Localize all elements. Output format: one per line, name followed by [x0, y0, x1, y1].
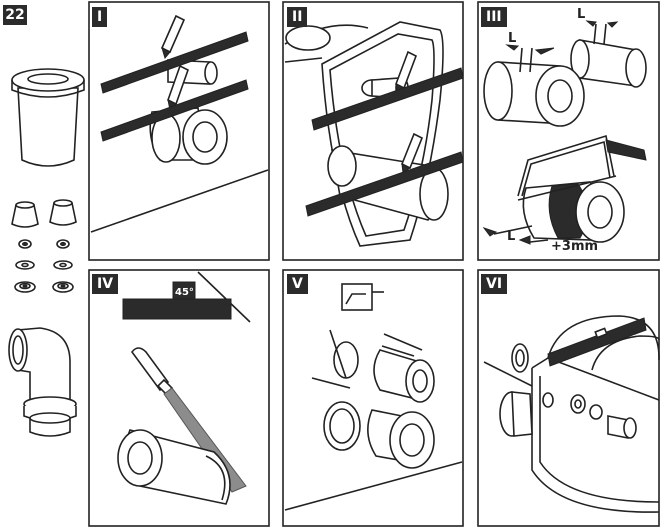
panel-VI-illustration	[483, 315, 660, 513]
panel-VI-badge: VI	[481, 274, 508, 294]
panel-I-illustration	[90, 14, 269, 233]
extra-length-label: +3mm	[551, 239, 598, 254]
panel-IV-illustration	[117, 271, 251, 505]
panel-V-badge: V	[287, 274, 308, 294]
panel-II-illustration	[284, 21, 464, 247]
panel-II-badge: II	[287, 7, 308, 27]
length-label-cut: L	[507, 229, 515, 244]
rubber-seal-left	[11, 201, 39, 228]
angle-label: 45°	[175, 287, 194, 298]
panel-IV-badge: IV	[92, 274, 119, 294]
pipe-collar	[11, 68, 85, 167]
panel-frames	[88, 1, 660, 527]
parts-column	[8, 68, 85, 437]
length-label-large-pipe: L	[508, 31, 516, 46]
figure-number-badge: 22	[3, 5, 27, 25]
elbow-pipe	[8, 327, 77, 437]
panel-V-illustration	[284, 283, 463, 511]
panel-III-illustration	[482, 20, 647, 245]
lengths-upper: L L L +3mm 45°	[175, 7, 598, 298]
length-label-small-pipe: L	[577, 7, 585, 22]
panel-III-badge: III	[481, 7, 507, 27]
hardware-set	[14, 239, 74, 293]
rubber-seal-right	[49, 199, 77, 226]
panel-I-badge: I	[92, 7, 108, 27]
